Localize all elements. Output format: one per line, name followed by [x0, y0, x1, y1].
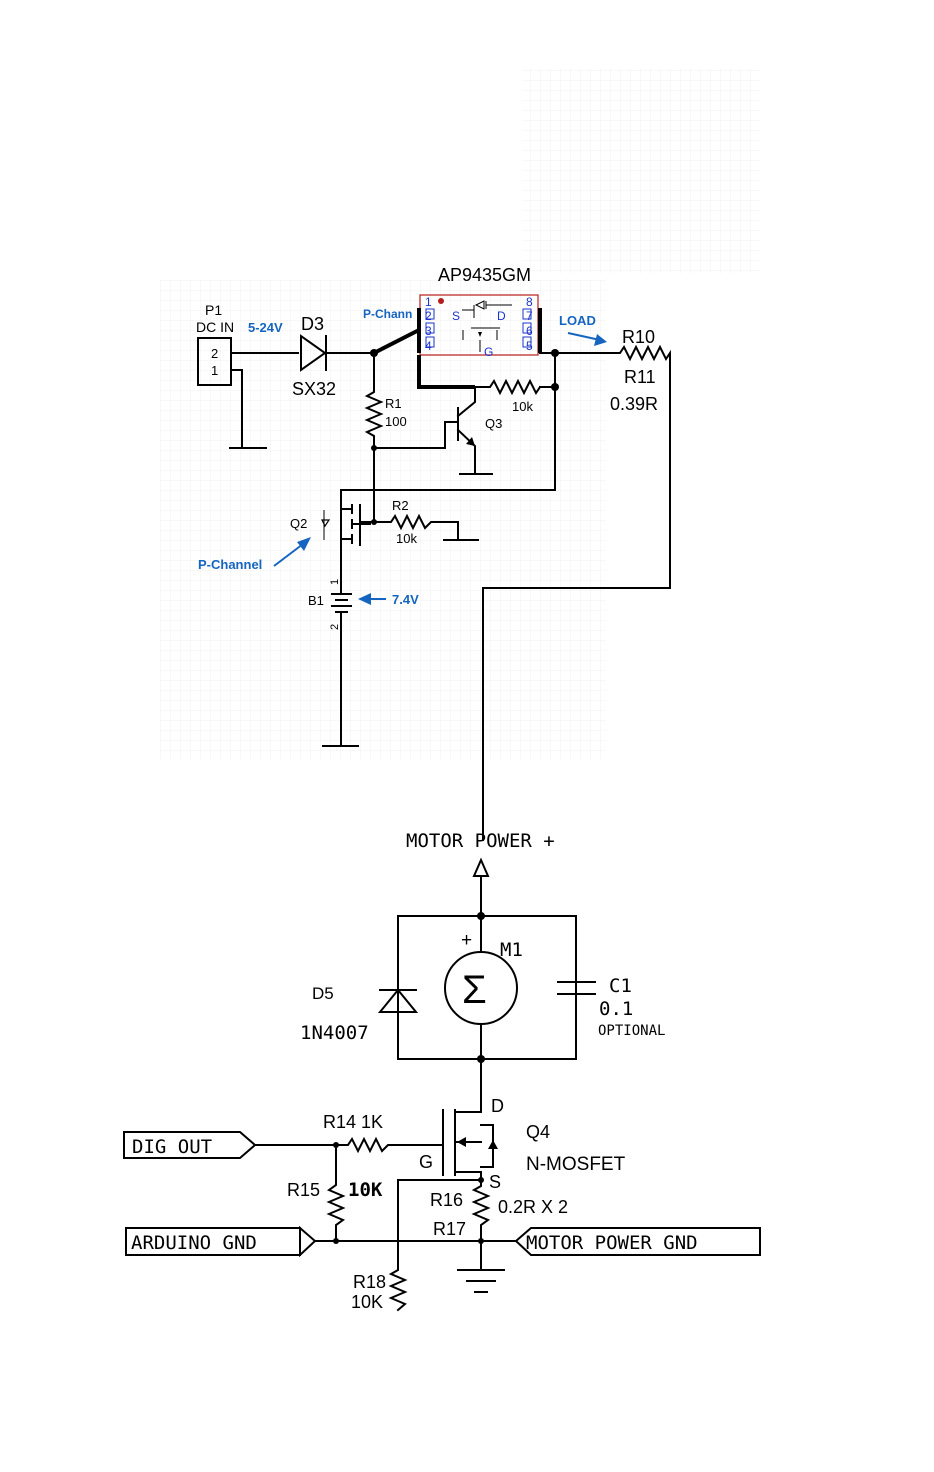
q2-mosfet: Q2	[290, 489, 556, 581]
r-10k-label: 10k	[512, 399, 533, 414]
svg-text:Q2: Q2	[290, 516, 307, 531]
svg-text:6: 6	[526, 324, 533, 338]
grid-background	[160, 280, 606, 760]
r14-label: R14 1K	[323, 1112, 383, 1132]
r16-ref: R16	[430, 1190, 463, 1210]
r1-value: 100	[385, 414, 407, 429]
svg-text:5: 5	[526, 339, 533, 353]
load-label: LOAD	[559, 313, 596, 328]
ap9435gm-ic: AP9435GM 1 2 3 4 8 7 6 5 S D G	[417, 265, 542, 359]
q4-mosfet: D G S Q4 N-MOSFET	[419, 1096, 626, 1192]
dig-out-port: DIG OUT	[123, 1131, 257, 1159]
svg-text:7: 7	[526, 309, 533, 323]
svg-text:N-MOSFET: N-MOSFET	[526, 1154, 626, 1175]
svg-text:Q3: Q3	[485, 416, 502, 431]
svg-text:M1: M1	[500, 939, 523, 961]
svg-text:+: +	[461, 930, 472, 951]
svg-text:1: 1	[211, 363, 218, 378]
svg-text:DIG OUT: DIG OUT	[132, 1136, 212, 1158]
r10-label: R10	[622, 327, 655, 347]
svg-text:0.1: 0.1	[599, 998, 633, 1020]
pchannel-label-top: P-Chann	[363, 307, 412, 321]
d3-diode: D3 SX32	[292, 314, 336, 399]
svg-text:D3: D3	[301, 314, 324, 334]
pchannel-label-q2: P-Channel	[198, 557, 262, 572]
svg-text:7.4V: 7.4V	[392, 592, 419, 607]
svg-text:C1: C1	[609, 975, 632, 997]
svg-text:G: G	[484, 345, 493, 359]
svg-text:4: 4	[425, 339, 432, 353]
ground-symbol	[457, 1269, 505, 1293]
svg-text:1: 1	[425, 295, 432, 309]
r16-value: 0.2R X 2	[498, 1197, 568, 1217]
r15-ref: R15	[287, 1180, 320, 1200]
svg-text:Q4: Q4	[526, 1122, 550, 1142]
svg-text:AP9435GM: AP9435GM	[438, 265, 531, 285]
svg-text:OPTIONAL: OPTIONAL	[598, 1023, 665, 1039]
svg-text:8: 8	[526, 295, 533, 309]
r17-ref: R17	[433, 1219, 466, 1239]
svg-text:3: 3	[425, 324, 432, 338]
c1-capacitor: C1 0.1 OPTIONAL	[557, 975, 665, 1039]
svg-text:D: D	[491, 1096, 504, 1116]
svg-text:DC IN: DC IN	[196, 319, 234, 335]
r15-value: 10K	[348, 1179, 383, 1201]
svg-text:1: 1	[329, 579, 341, 585]
r11-label: R11	[624, 367, 656, 387]
svg-text:P1: P1	[205, 302, 222, 318]
svg-text:ARDUINO GND: ARDUINO GND	[131, 1232, 257, 1254]
motor-power-plus-label: MOTOR POWER +	[406, 830, 555, 852]
r18-value: 10K	[351, 1292, 383, 1312]
motor-power-arrow	[472, 857, 490, 877]
b1-battery: B1 1 2 7.4V	[308, 579, 419, 747]
svg-text:G: G	[419, 1152, 433, 1172]
svg-text:D5: D5	[312, 984, 334, 1003]
svg-text:B1: B1	[308, 593, 324, 608]
r2-value: 10k	[396, 531, 417, 546]
svg-text:2: 2	[211, 346, 218, 361]
svg-text:Σ: Σ	[462, 968, 487, 1012]
r18-ref: R18	[353, 1272, 386, 1292]
d5-diode: D5 1N4007	[300, 984, 419, 1044]
svg-text:1N4007: 1N4007	[300, 1022, 369, 1044]
svg-text:S: S	[452, 309, 460, 323]
svg-text:2: 2	[329, 624, 341, 630]
m1-motor: Σ + M1	[444, 930, 523, 1025]
svg-text:2: 2	[425, 309, 432, 323]
q3-transistor: Q3	[373, 386, 502, 475]
p1-connector: P1 DC IN 2 1	[196, 302, 234, 386]
grid-background-top	[522, 68, 760, 273]
svg-text:S: S	[489, 1172, 501, 1192]
svg-text:D: D	[497, 309, 506, 323]
r1-ref: R1	[385, 396, 402, 411]
svg-text:SX32: SX32	[292, 379, 336, 399]
r11-value: 0.39R	[610, 394, 658, 414]
arduino-gnd-port: ARDUINO GND	[125, 1225, 317, 1258]
dc-in-voltage: 5-24V	[248, 320, 283, 335]
motor-power-gnd-port: MOTOR POWER GND	[514, 1227, 761, 1256]
r2-ref: R2	[392, 498, 409, 513]
svg-text:MOTOR POWER GND: MOTOR POWER GND	[526, 1232, 698, 1254]
